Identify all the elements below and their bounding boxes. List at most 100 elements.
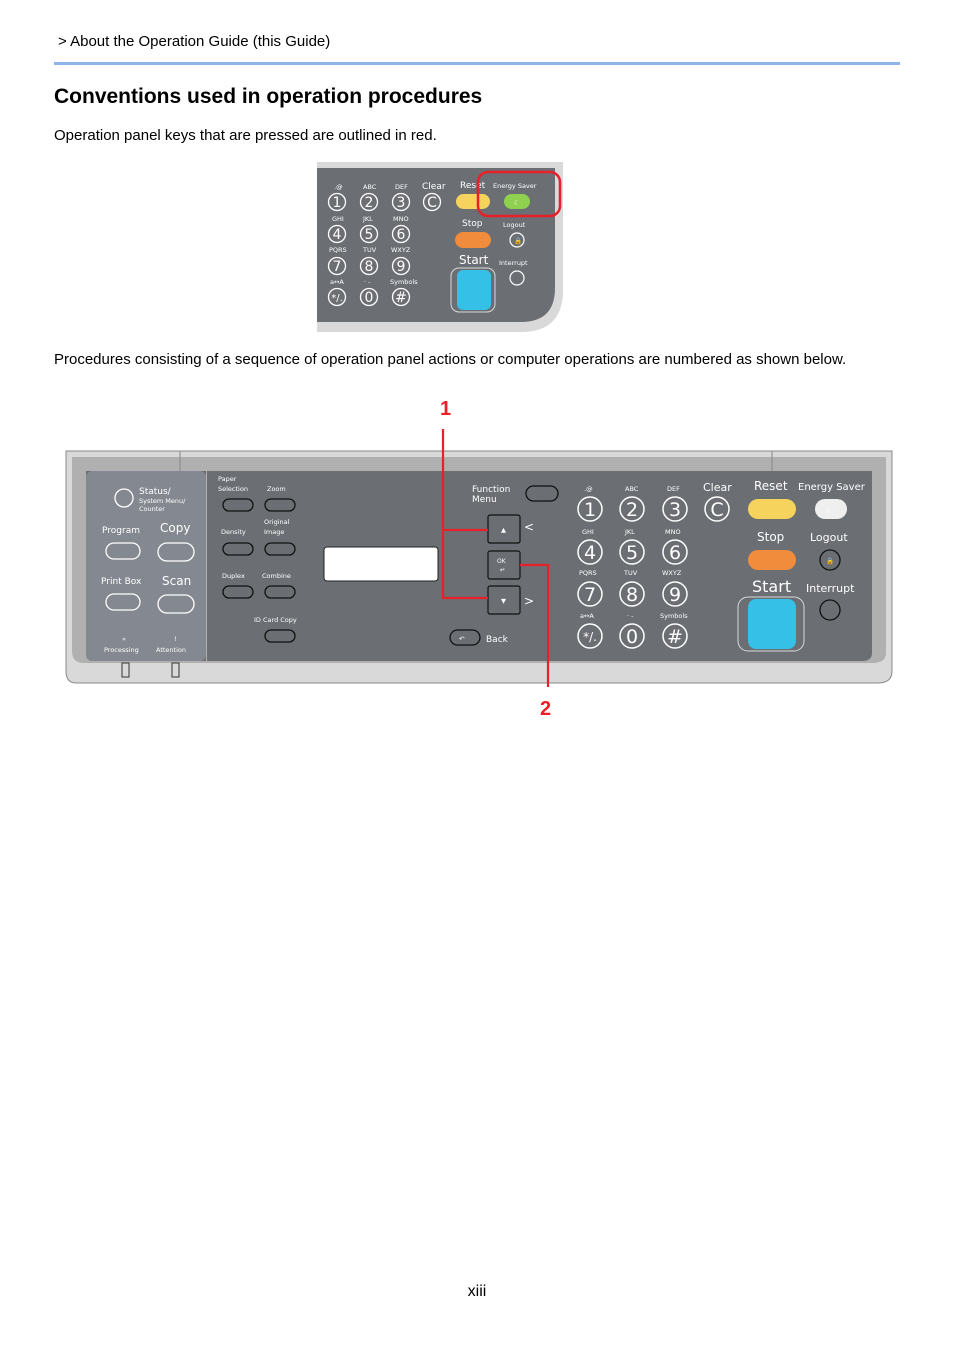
zoom-key[interactable] [264, 498, 296, 512]
stop-key[interactable] [748, 550, 796, 570]
sub-label: a↔A [580, 612, 594, 620]
sub-label: JKL [624, 528, 635, 536]
status-sub-label: System Menu/ [139, 497, 186, 505]
start-key[interactable] [748, 599, 796, 649]
key-4[interactable] [327, 224, 347, 244]
digit-label: 1 [584, 499, 596, 521]
back-key[interactable] [449, 629, 481, 646]
digit-label: 2 [626, 499, 638, 521]
sub-label: a↔A [330, 278, 344, 286]
key-9[interactable] [391, 256, 411, 276]
interrupt-key[interactable] [819, 599, 841, 621]
sub-label: WXYZ [391, 246, 411, 254]
callout-1-line-down [441, 429, 488, 600]
copy-label: Copy [160, 521, 190, 535]
sub-label: Symbols [660, 612, 688, 620]
up-arrow-icon: ▲ [501, 526, 506, 534]
key-asterisk[interactable] [577, 623, 603, 649]
key-3[interactable] [391, 192, 411, 212]
logout-label: Logout [810, 531, 848, 544]
key-1[interactable] [327, 192, 347, 212]
clear-key-glyph: C [427, 195, 437, 211]
digit-label: 6 [669, 542, 681, 564]
key-2[interactable] [619, 496, 645, 522]
program-key[interactable] [105, 542, 141, 560]
combine-key[interactable] [264, 585, 296, 599]
copy-key[interactable] [157, 542, 195, 562]
reset-key[interactable] [748, 499, 796, 519]
scan-key[interactable] [157, 594, 195, 614]
sub-label: .@ [334, 183, 343, 191]
clear-key[interactable] [422, 192, 442, 212]
highlight-outline [476, 170, 562, 218]
density-key[interactable] [222, 542, 254, 556]
paper-selection-key[interactable] [222, 498, 254, 512]
page-number: xiii [467, 1283, 487, 1300]
key-5[interactable] [359, 224, 379, 244]
start-key-bezel [450, 267, 496, 313]
combine-label: Combine [262, 572, 291, 580]
start-key[interactable] [457, 270, 491, 310]
logout-label: Logout [503, 221, 526, 229]
key-hash[interactable] [391, 287, 411, 307]
key-0[interactable] [359, 287, 379, 307]
moon-icon: ☾ [826, 506, 834, 516]
intro-paragraph: Operation panel keys that are pressed ar… [54, 127, 437, 144]
digit-label: 8 [626, 584, 638, 606]
key-8[interactable] [619, 581, 645, 607]
message-display [323, 546, 439, 582]
callout-1: 1 [440, 398, 451, 420]
key-2[interactable] [359, 192, 379, 212]
digit-label: 7 [333, 259, 342, 275]
left-arrow-icon: < [524, 520, 534, 534]
key-7[interactable] [577, 581, 603, 607]
digit-label: 0 [365, 290, 374, 306]
logout-key[interactable] [509, 232, 525, 248]
reset-key[interactable] [456, 194, 490, 209]
ok-key[interactable] [487, 550, 521, 580]
sub-label: MNO [393, 215, 409, 223]
sub-label: DEF [395, 183, 408, 191]
key-0[interactable] [619, 623, 645, 649]
key-hash[interactable] [662, 623, 688, 649]
key-5[interactable] [619, 539, 645, 565]
stop-label: Stop [757, 530, 784, 544]
small-operation-panel: .@ ABC DEF 1 2 3 GHI JKL MNO 4 5 6 PQRS … [317, 162, 563, 332]
density-label: Density [221, 528, 246, 536]
duplex-label: Duplex [222, 572, 245, 580]
key-9[interactable] [662, 581, 688, 607]
status-key[interactable] [114, 488, 134, 508]
digit-label: 7 [584, 584, 596, 606]
key-asterisk[interactable] [327, 287, 347, 307]
clear-key[interactable] [704, 496, 730, 522]
key-3[interactable] [662, 496, 688, 522]
key-6[interactable] [662, 539, 688, 565]
digit-label: 6 [397, 227, 406, 243]
reset-label: Reset [754, 479, 788, 493]
breadcrumb[interactable]: > About the Operation Guide (this Guide) [58, 33, 331, 50]
digit-label: 1 [333, 195, 342, 211]
energy-saver-key[interactable] [504, 194, 530, 209]
digit-label: 5 [365, 227, 374, 243]
energy-saver-key[interactable] [815, 499, 847, 519]
stop-key[interactable] [455, 232, 491, 248]
original-image-label: Original [264, 518, 290, 526]
original-image-key[interactable] [264, 542, 296, 556]
start-label: Start [459, 253, 489, 267]
logout-key[interactable] [819, 549, 841, 571]
digit-label: 2 [365, 195, 374, 211]
id-card-copy-key[interactable] [264, 629, 296, 643]
print-box-key[interactable] [105, 593, 141, 611]
sub-label: GHI [582, 528, 594, 536]
key-8[interactable] [359, 256, 379, 276]
sub-label: DEF [667, 485, 680, 493]
interrupt-key[interactable] [509, 270, 525, 286]
duplex-key[interactable] [222, 585, 254, 599]
key-6[interactable] [391, 224, 411, 244]
sub-label: GHI [332, 215, 344, 223]
key-1[interactable] [577, 496, 603, 522]
key-7[interactable] [327, 256, 347, 276]
function-menu-key[interactable] [525, 485, 559, 502]
key-4[interactable] [577, 539, 603, 565]
down-key[interactable] [487, 585, 521, 615]
